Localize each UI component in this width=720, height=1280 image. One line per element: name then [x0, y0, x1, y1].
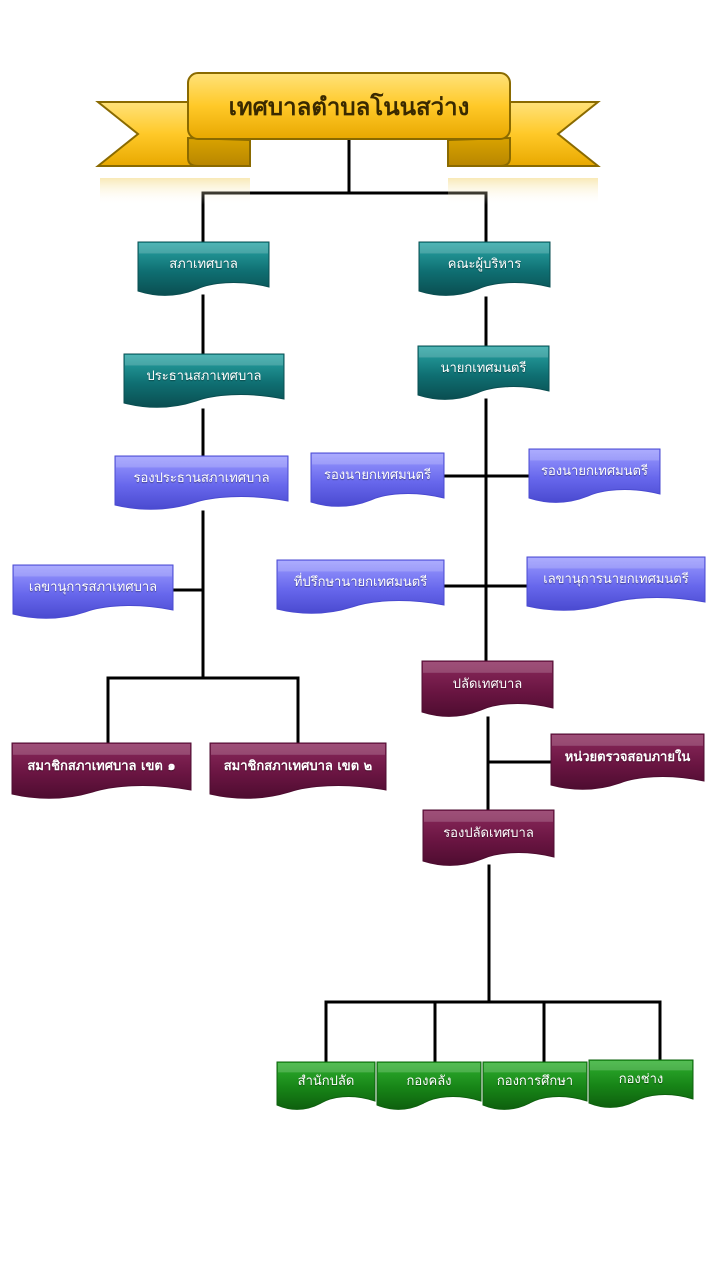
- node-shape: [310, 452, 445, 507]
- node-shape: [376, 1061, 482, 1110]
- node-deputy-mayor-2: รองนายกเทศมนตรี: [528, 448, 661, 506]
- node-finance-division: กองคลัง: [376, 1061, 482, 1113]
- node-shape: [421, 660, 554, 717]
- org-title: เทศบาลตำบลโนนสว่าง: [228, 92, 470, 121]
- node-shape: [588, 1059, 694, 1108]
- node-clerk-office: สำนักปลัด: [276, 1061, 376, 1113]
- node-council-vice-president: รองประธานสภาเทศบาล: [114, 455, 289, 513]
- node-engineering-division: กองช่าง: [588, 1059, 694, 1111]
- node-shape: [422, 809, 555, 866]
- node-shape: [276, 559, 445, 614]
- node-shape: [276, 1061, 376, 1110]
- node-shape: [418, 241, 551, 296]
- node-mayor: นายกเทศมนตรี: [417, 345, 550, 403]
- node-shape: [12, 564, 174, 619]
- node-shape: [123, 353, 285, 408]
- node-deputy-clerk: รองปลัดเทศบาล: [422, 809, 555, 869]
- node-shape: [526, 556, 706, 611]
- node-executives: คณะผู้บริหาร: [418, 241, 551, 299]
- node-shape: [137, 241, 270, 296]
- node-mayor-secretary: เลขานุการนายกเทศมนตรี: [526, 556, 706, 614]
- node-council-member-2: สมาชิกสภาเทศบาล เขต ๒: [209, 742, 387, 802]
- node-municipal-clerk: ปลัดเทศบาล: [421, 660, 554, 720]
- node-shape: [11, 742, 192, 799]
- node-council-member-1: สมาชิกสภาเทศบาล เขต ๑: [11, 742, 192, 802]
- node-shape: [482, 1061, 588, 1110]
- node-shape: [417, 345, 550, 400]
- node-mayor-advisor: ที่ปรึกษานายกเทศมนตรี: [276, 559, 445, 617]
- node-education-division: กองการศึกษา: [482, 1061, 588, 1113]
- node-shape: [550, 733, 705, 790]
- node-shape: [528, 448, 661, 503]
- title-banner: [95, 72, 601, 205]
- node-shape: [209, 742, 387, 799]
- node-deputy-mayor-1: รองนายกเทศมนตรี: [310, 452, 445, 510]
- node-council: สภาเทศบาล: [137, 241, 270, 299]
- node-shape: [114, 455, 289, 510]
- node-council-secretary: เลขานุการสภาเทศบาล: [12, 564, 174, 622]
- node-internal-audit: หน่วยตรวจสอบภายใน: [550, 733, 705, 793]
- node-council-president: ประธานสภาเทศบาล: [123, 353, 285, 411]
